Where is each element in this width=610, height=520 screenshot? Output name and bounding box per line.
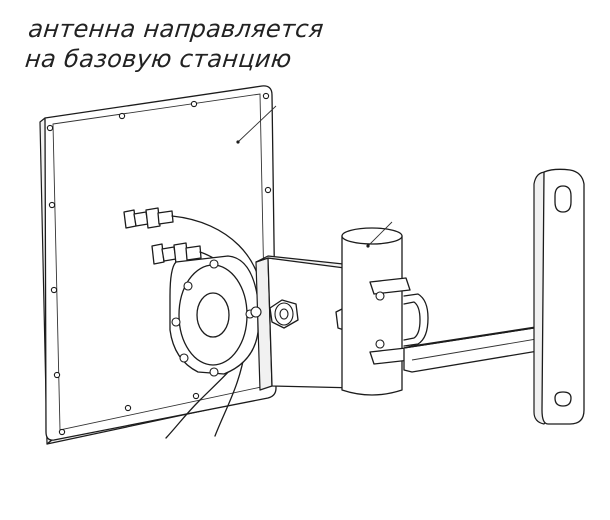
rf-connector-upper	[123, 207, 174, 229]
flange-bolts	[171, 259, 255, 377]
pipe-leader-line	[366, 221, 393, 248]
panel-leader-line	[236, 105, 277, 144]
rf-connector-lower	[151, 242, 202, 265]
mast-pipe	[341, 227, 403, 396]
bracket-center-bolt	[250, 299, 299, 329]
wall-plate	[533, 168, 585, 425]
wall-plate-slots	[554, 185, 572, 407]
